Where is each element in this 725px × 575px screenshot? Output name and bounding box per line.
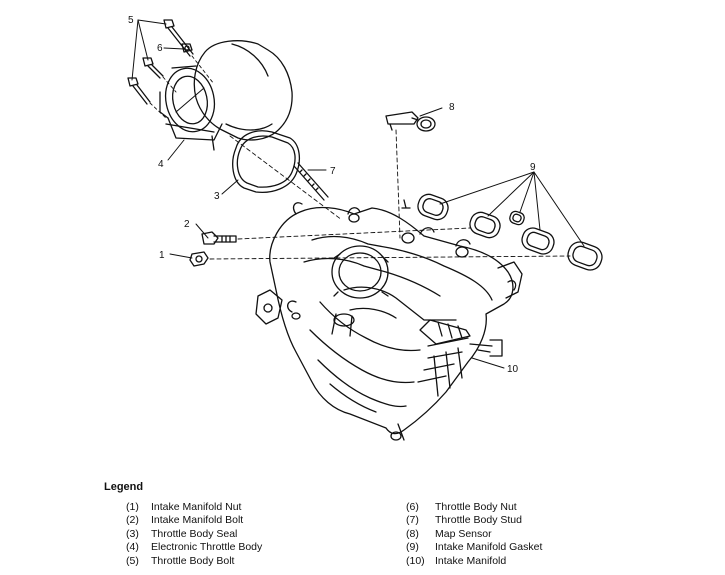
throttle-body-seal [232,130,301,194]
legend-item-label: Throttle Body Nut [435,501,517,513]
callout-5: 5 [128,15,134,26]
legend-item-label: Throttle Body Bolt [151,554,235,567]
callout-3: 3 [214,191,220,202]
callout-leaders [131,19,585,369]
legend-item-number: (6) [406,501,419,513]
intake-manifold-gasket [417,193,603,271]
legend-item: (7) Throttle Body Stud [406,514,542,527]
legend-item-label: Electronic Throttle Body [151,541,263,554]
throttle-body-stud [293,162,329,201]
legend-item-label: Throttle Body Seal [151,527,238,540]
legend-item-label: Throttle Body Stud [435,514,522,527]
legend-item: (8) Map Sensor [406,528,542,541]
legend-item-number: (10) [406,554,425,567]
legend-item: (4) Electronic Throttle Body [126,541,262,554]
callout-10: 10 [507,364,519,375]
legend-item: (6) Throttle Body Nut [406,501,542,514]
legend-item-number: (3) [126,527,139,540]
legend-item-number: (2) [126,514,139,527]
legend-item: (3) Throttle Body Seal [126,528,262,541]
intake-manifold [255,199,523,441]
callout-1: 1 [159,250,165,261]
legend-column-left: (1) Intake Manifold Nut (2) Intake Manif… [126,501,262,568]
callout-9: 9 [530,162,536,173]
legend-title: Legend [104,481,144,493]
legend-item-number: (7) [406,514,419,527]
legend-item: (10) Intake Manifold [406,555,542,568]
legend-item-number: (1) [126,501,139,513]
legend-item: (1) Intake Manifold Nut [126,501,262,514]
callout-6: 6 [157,43,163,54]
intake-manifold-nut [189,251,209,267]
electronic-throttle-body [159,40,293,151]
callout-2: 2 [184,219,190,230]
intake-manifold-bolt [201,231,237,245]
legend-item-label: Map Sensor [435,527,492,540]
legend-item-number: (9) [406,541,419,554]
throttle-body-bolt [127,19,194,105]
legend-item: (5) Throttle Body Bolt [126,555,262,568]
callout-8: 8 [449,102,455,113]
map-sensor [385,111,436,132]
legend-item-number: (5) [126,554,139,567]
legend-column-right: (6) Throttle Body Nut (7) Throttle Body … [406,501,542,568]
legend-item-label: Intake Manifold Gasket [435,541,543,554]
legend-item-number: (8) [406,527,419,540]
legend-item: (2) Intake Manifold Bolt [126,514,262,527]
throttle-body-nut [181,43,193,53]
legend-item-label: Intake Manifold Bolt [151,514,244,527]
callout-4: 4 [158,159,164,170]
exploded-view-diagram: 5 6 4 3 7 8 9 2 1 10 [127,15,603,441]
legend-item: (9) Intake Manifold Gasket [406,541,542,554]
legend-item-label: Intake Manifold [435,554,507,567]
callout-7: 7 [330,166,336,177]
fastener-alignment-lines [209,129,571,260]
legend-item-label: Intake Manifold Nut [151,501,242,513]
legend-item-number: (4) [126,541,139,554]
bolt-alignment-lines [149,55,215,119]
